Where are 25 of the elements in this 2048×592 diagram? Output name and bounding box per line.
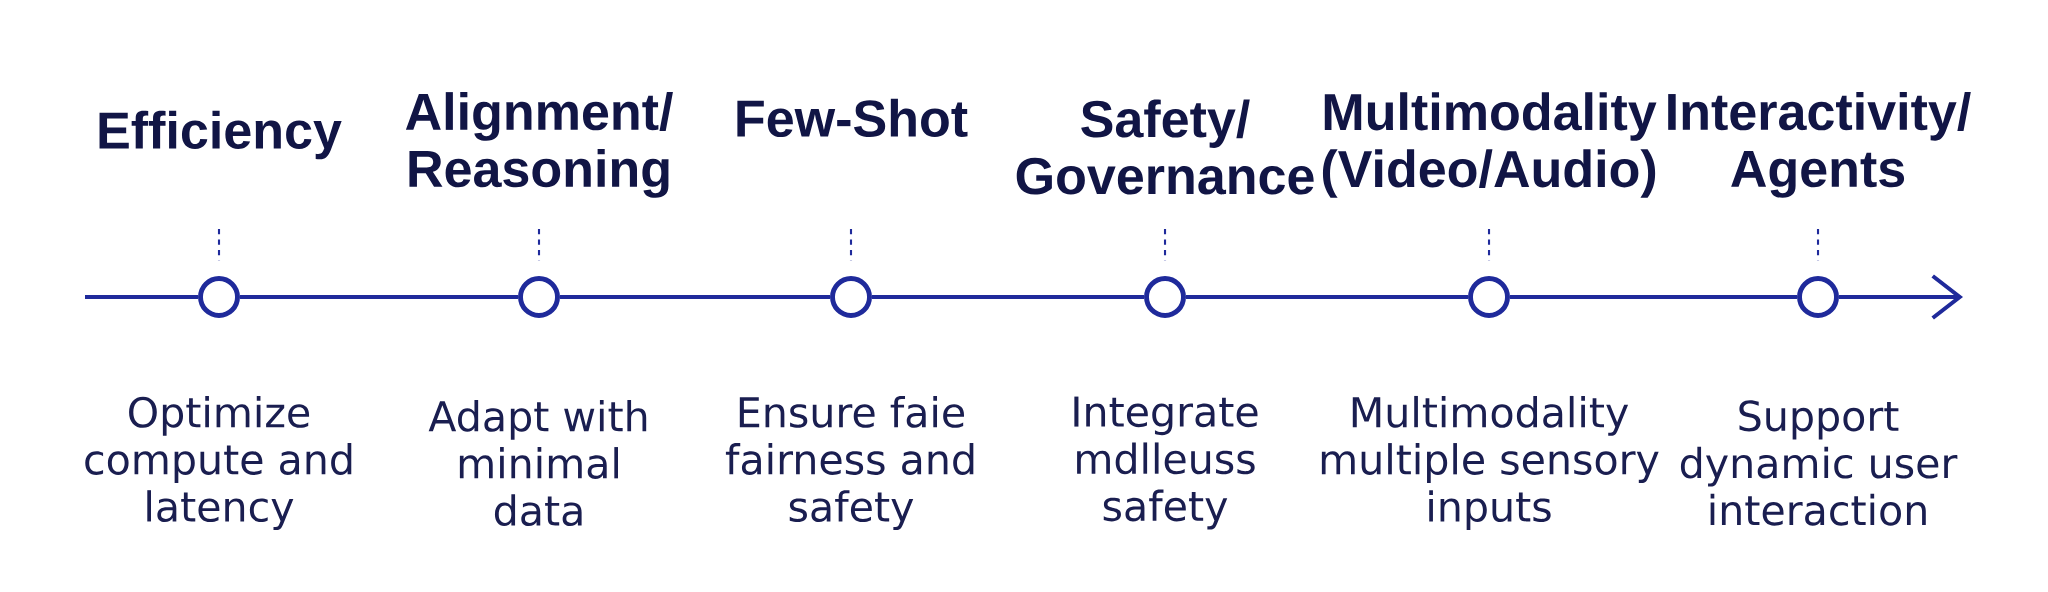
milestone-title: Interactivity/ Agents: [1668, 92, 1971, 198]
milestone-description: Multimodality multiple sensory inputs: [1321, 395, 1659, 530]
milestone-circle: [198, 276, 240, 318]
milestone-circle: [518, 276, 560, 318]
milestone-description: Adapt with minimal data: [428, 399, 647, 527]
milestone-circle: [1797, 276, 1839, 318]
timeline-segment: [85, 294, 199, 299]
milestone-title: Safety/ Governance: [1016, 99, 1314, 195]
milestone-title: Multimodality (Video/Audio): [1322, 92, 1657, 198]
milestone-description: Optimize compute and latency: [85, 395, 352, 530]
milestone-circle: [830, 276, 872, 318]
timeline-segment: [559, 294, 831, 299]
milestone-description: Integrate mdlleuss safety: [1074, 396, 1258, 530]
milestone-circle: [1144, 276, 1186, 318]
timeline-segment: [1186, 294, 1469, 299]
milestone-description: Support dynamic user interaction: [1680, 400, 1958, 526]
milestone-description: Ensure faie fairness and safety: [725, 395, 974, 530]
timeline-segment: [239, 294, 519, 299]
timeline-arrow: [1839, 274, 1963, 320]
milestone-title: Alignment/ Reasoning: [405, 92, 673, 198]
timeline-segment: [1510, 294, 1798, 299]
milestone-circle: [1468, 276, 1510, 318]
timeline-segment: [872, 294, 1145, 299]
milestone-title: Few-Shot: [737, 98, 968, 138]
milestone-title: Efficiency: [99, 110, 342, 160]
